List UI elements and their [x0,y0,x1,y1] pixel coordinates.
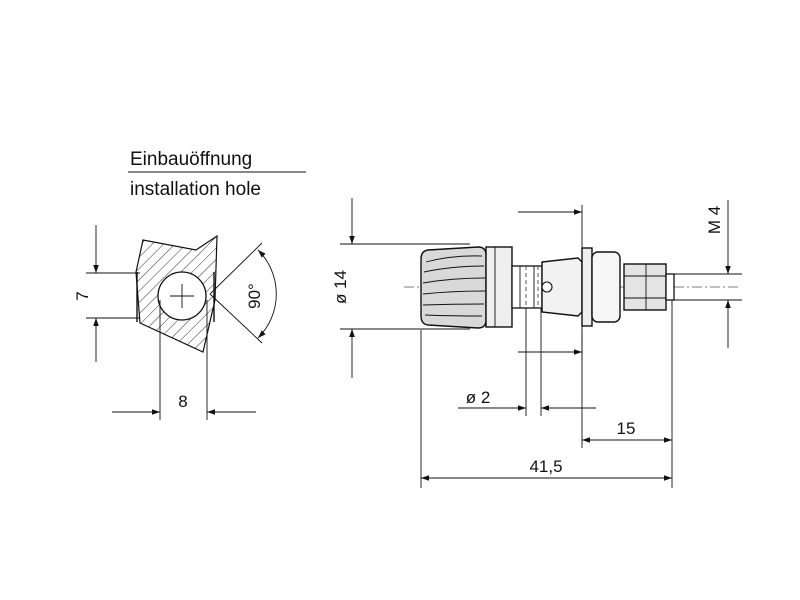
dim-total-length: 41,5 [529,457,562,476]
shaft [511,265,543,309]
installation-hole-view: 7 8 90° [73,225,277,420]
angle-leg-upper [209,242,263,295]
hex-nut [623,263,667,311]
ferrule-hole [541,281,553,293]
thread-sleeve [581,247,593,327]
dim-diameter-pin: ø 2 [466,388,491,407]
knob-collar [485,246,513,328]
knob-body [420,246,487,329]
knob-ribs [422,255,486,317]
angle-arc [257,249,277,339]
washer [591,251,621,323]
title-german: Einbauöffnung [130,149,252,170]
dim-angle: 90° [245,283,264,309]
dim-thread: M 4 [705,206,724,234]
dim-thread-length: 15 [617,419,636,438]
dim-hole-width: 8 [178,392,187,411]
binding-post-view [404,246,740,329]
dim-diameter-body: ø 14 [331,270,350,304]
threaded-stud [665,273,675,301]
dim-hole-height: 7 [73,291,92,300]
angle-leg-lower [209,293,263,344]
title-english: installation hole [130,179,261,200]
